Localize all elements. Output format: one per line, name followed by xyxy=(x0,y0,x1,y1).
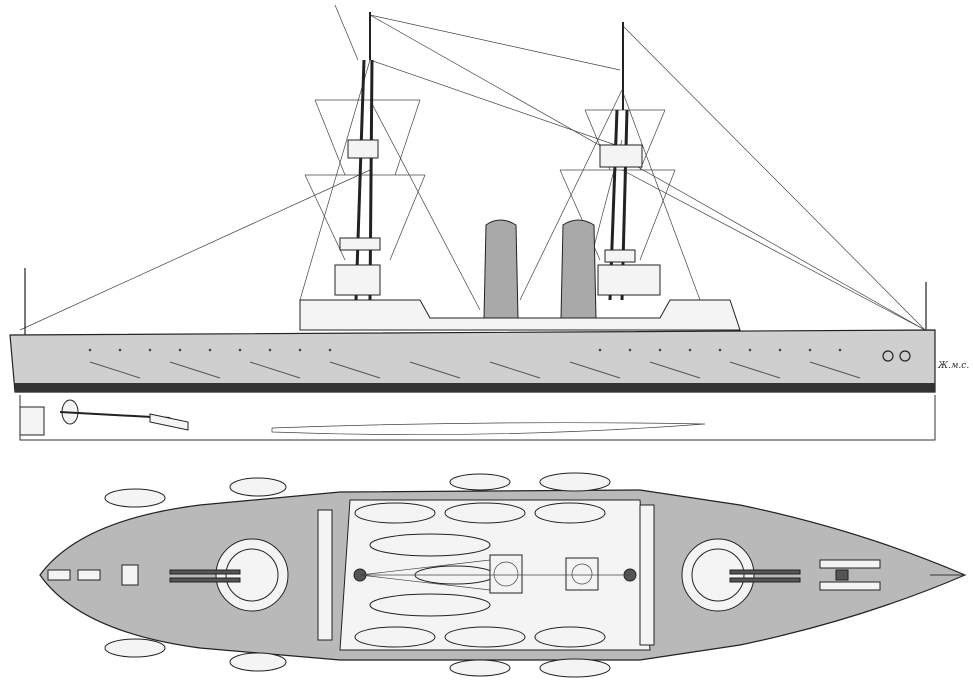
rudder-detail xyxy=(19,399,189,436)
stern-fittings xyxy=(47,564,139,586)
rigging-lines xyxy=(19,4,926,331)
side-profile-view: Ж.м.с. xyxy=(9,4,969,441)
net-booms xyxy=(89,361,861,379)
fore-mast xyxy=(334,12,381,301)
artist-signature: Ж.м.с. xyxy=(937,361,969,371)
aft-bridge xyxy=(639,504,655,646)
fore-turret xyxy=(169,538,289,612)
aft-funnel xyxy=(560,219,597,319)
aft-turret xyxy=(681,538,801,612)
fore-funnel xyxy=(483,219,519,319)
portholes xyxy=(88,348,842,352)
boats-top xyxy=(104,472,611,508)
superstructure xyxy=(299,299,741,331)
fore-bridge xyxy=(317,509,333,641)
main-mast xyxy=(597,22,661,301)
bow-fittings xyxy=(819,559,881,591)
boats-bottom xyxy=(104,638,611,678)
fore-funnel-plan xyxy=(489,554,523,594)
hull-profile xyxy=(9,329,936,393)
waterline-belt xyxy=(15,383,935,392)
keel-section xyxy=(271,422,706,436)
aft-funnel-plan xyxy=(565,557,599,591)
deck-plan-view xyxy=(39,472,967,678)
anchor-icons xyxy=(882,350,911,362)
